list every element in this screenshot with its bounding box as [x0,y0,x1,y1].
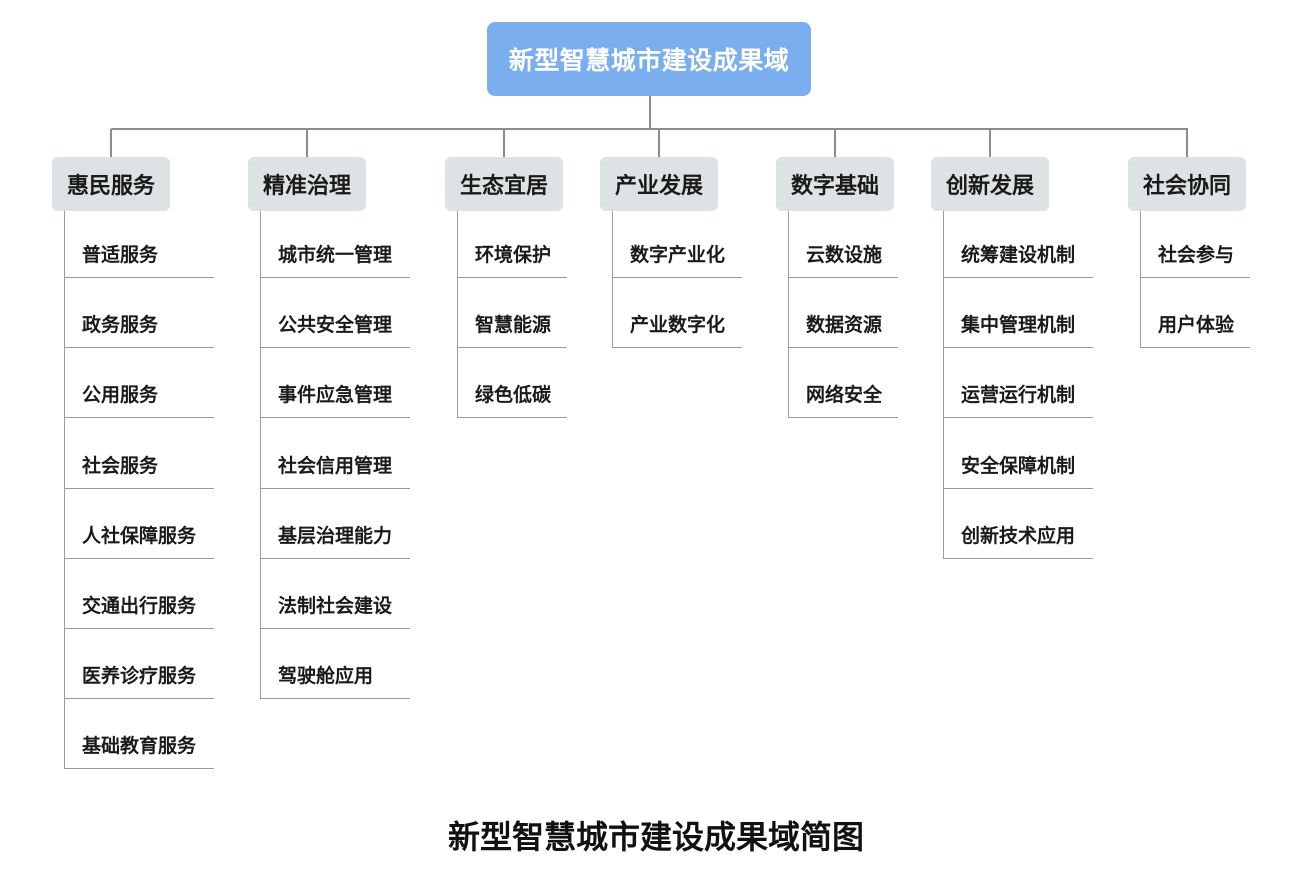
category-label: 产业发展 [614,174,703,199]
leaf-underline [943,347,1093,349]
leaf-underline [64,487,214,489]
leaf-item: 基础教育服务 [82,735,197,758]
leaf-underline [260,487,410,489]
leaf-underline [457,347,567,349]
leaf-underline [64,347,214,349]
category-drop-connector [503,129,505,157]
leaf-item: 普适服务 [82,244,159,266]
leaf-item: 政务服务 [82,314,159,337]
leaf-item: 法制社会建设 [278,595,393,617]
category-label: 社会协同 [1142,174,1231,199]
leaf-item: 城市统一管理 [278,244,393,266]
leaf-underline [943,417,1093,419]
leaf-item: 统筹建设机制 [961,244,1076,266]
category-node: 创新发展 [931,157,1049,211]
category-drop-connector [834,129,836,157]
leaf-item: 公用服务 [82,384,159,407]
category-drop-connector [658,129,660,157]
root-node: 新型智慧城市建设成果域 [487,22,811,96]
leaf-underline [943,487,1093,489]
category-label: 惠民服务 [66,174,155,199]
category-tree-line [612,211,613,349]
leaf-item: 绿色低碳 [475,384,552,407]
leaf-underline [260,347,410,349]
leaf-underline [64,768,214,770]
root-connector [649,96,651,130]
leaf-item: 公共安全管理 [278,314,393,337]
leaf-underline [943,557,1093,559]
category-drop-connector [110,129,112,157]
category-drop-connector [306,129,308,157]
leaf-underline [788,277,898,278]
leaf-item: 人社保障服务 [82,524,197,547]
category-node: 社会协同 [1128,157,1246,211]
leaf-item: 云数设施 [806,244,883,266]
leaf-underline [64,277,214,278]
category-node: 数字基础 [776,157,894,211]
leaf-item: 数据资源 [806,314,883,337]
leaf-underline [1140,347,1250,349]
root-node-title: 新型智慧城市建设成果域 [508,46,790,75]
category-node: 精准治理 [248,157,366,211]
leaf-item: 数字产业化 [630,244,726,266]
category-label: 数字基础 [790,174,879,199]
leaf-underline [64,417,214,419]
leaf-underline [457,417,567,419]
category-label: 生态宜居 [459,174,548,199]
category-tree-line [788,211,789,419]
leaf-item: 交通出行服务 [82,595,197,617]
category-tree-line [457,211,458,419]
leaf-item: 基层治理能力 [278,524,393,547]
leaf-item: 运营运行机制 [961,384,1076,407]
leaf-item: 智慧能源 [475,314,552,337]
leaf-underline [612,347,742,349]
leaf-underline [260,698,410,700]
leaf-item: 环境保护 [475,244,552,266]
leaf-underline [612,277,742,278]
category-tree-line [943,211,944,559]
leaf-item: 社会服务 [82,454,159,477]
leaf-underline [64,557,214,559]
category-drop-connector [989,129,991,157]
leaf-underline [260,628,410,629]
leaf-underline [788,417,898,419]
category-tree-line [64,211,65,770]
leaf-item: 产业数字化 [630,314,726,337]
leaf-item: 集中管理机制 [961,314,1076,337]
leaf-item: 用户体验 [1158,314,1235,337]
leaf-underline [260,417,410,419]
category-node: 惠民服务 [52,157,170,211]
category-tree-line [1140,211,1141,349]
category-label: 精准治理 [262,174,351,199]
category-label: 创新发展 [945,174,1034,199]
category-tree-line [260,211,261,700]
bus-connector [111,128,1188,130]
leaf-item: 社会参与 [1158,244,1235,266]
leaf-item: 事件应急管理 [278,384,393,407]
category-node: 产业发展 [600,157,718,211]
leaf-underline [64,698,214,700]
leaf-underline [943,277,1093,278]
leaf-underline [1140,277,1250,278]
leaf-item: 医养诊疗服务 [82,665,197,688]
leaf-item: 安全保障机制 [961,454,1076,477]
leaf-underline [260,277,410,278]
leaf-underline [64,628,214,629]
leaf-underline [260,557,410,559]
leaf-underline [788,347,898,349]
leaf-underline [457,277,567,278]
category-drop-connector [1186,129,1188,157]
category-node: 生态宜居 [445,157,563,211]
diagram-caption: 新型智慧城市建设成果域简图 [447,818,864,856]
leaf-item: 驾驶舱应用 [278,665,374,688]
leaf-item: 网络安全 [806,384,883,407]
leaf-item: 创新技术应用 [961,524,1076,547]
leaf-item: 社会信用管理 [278,454,393,477]
